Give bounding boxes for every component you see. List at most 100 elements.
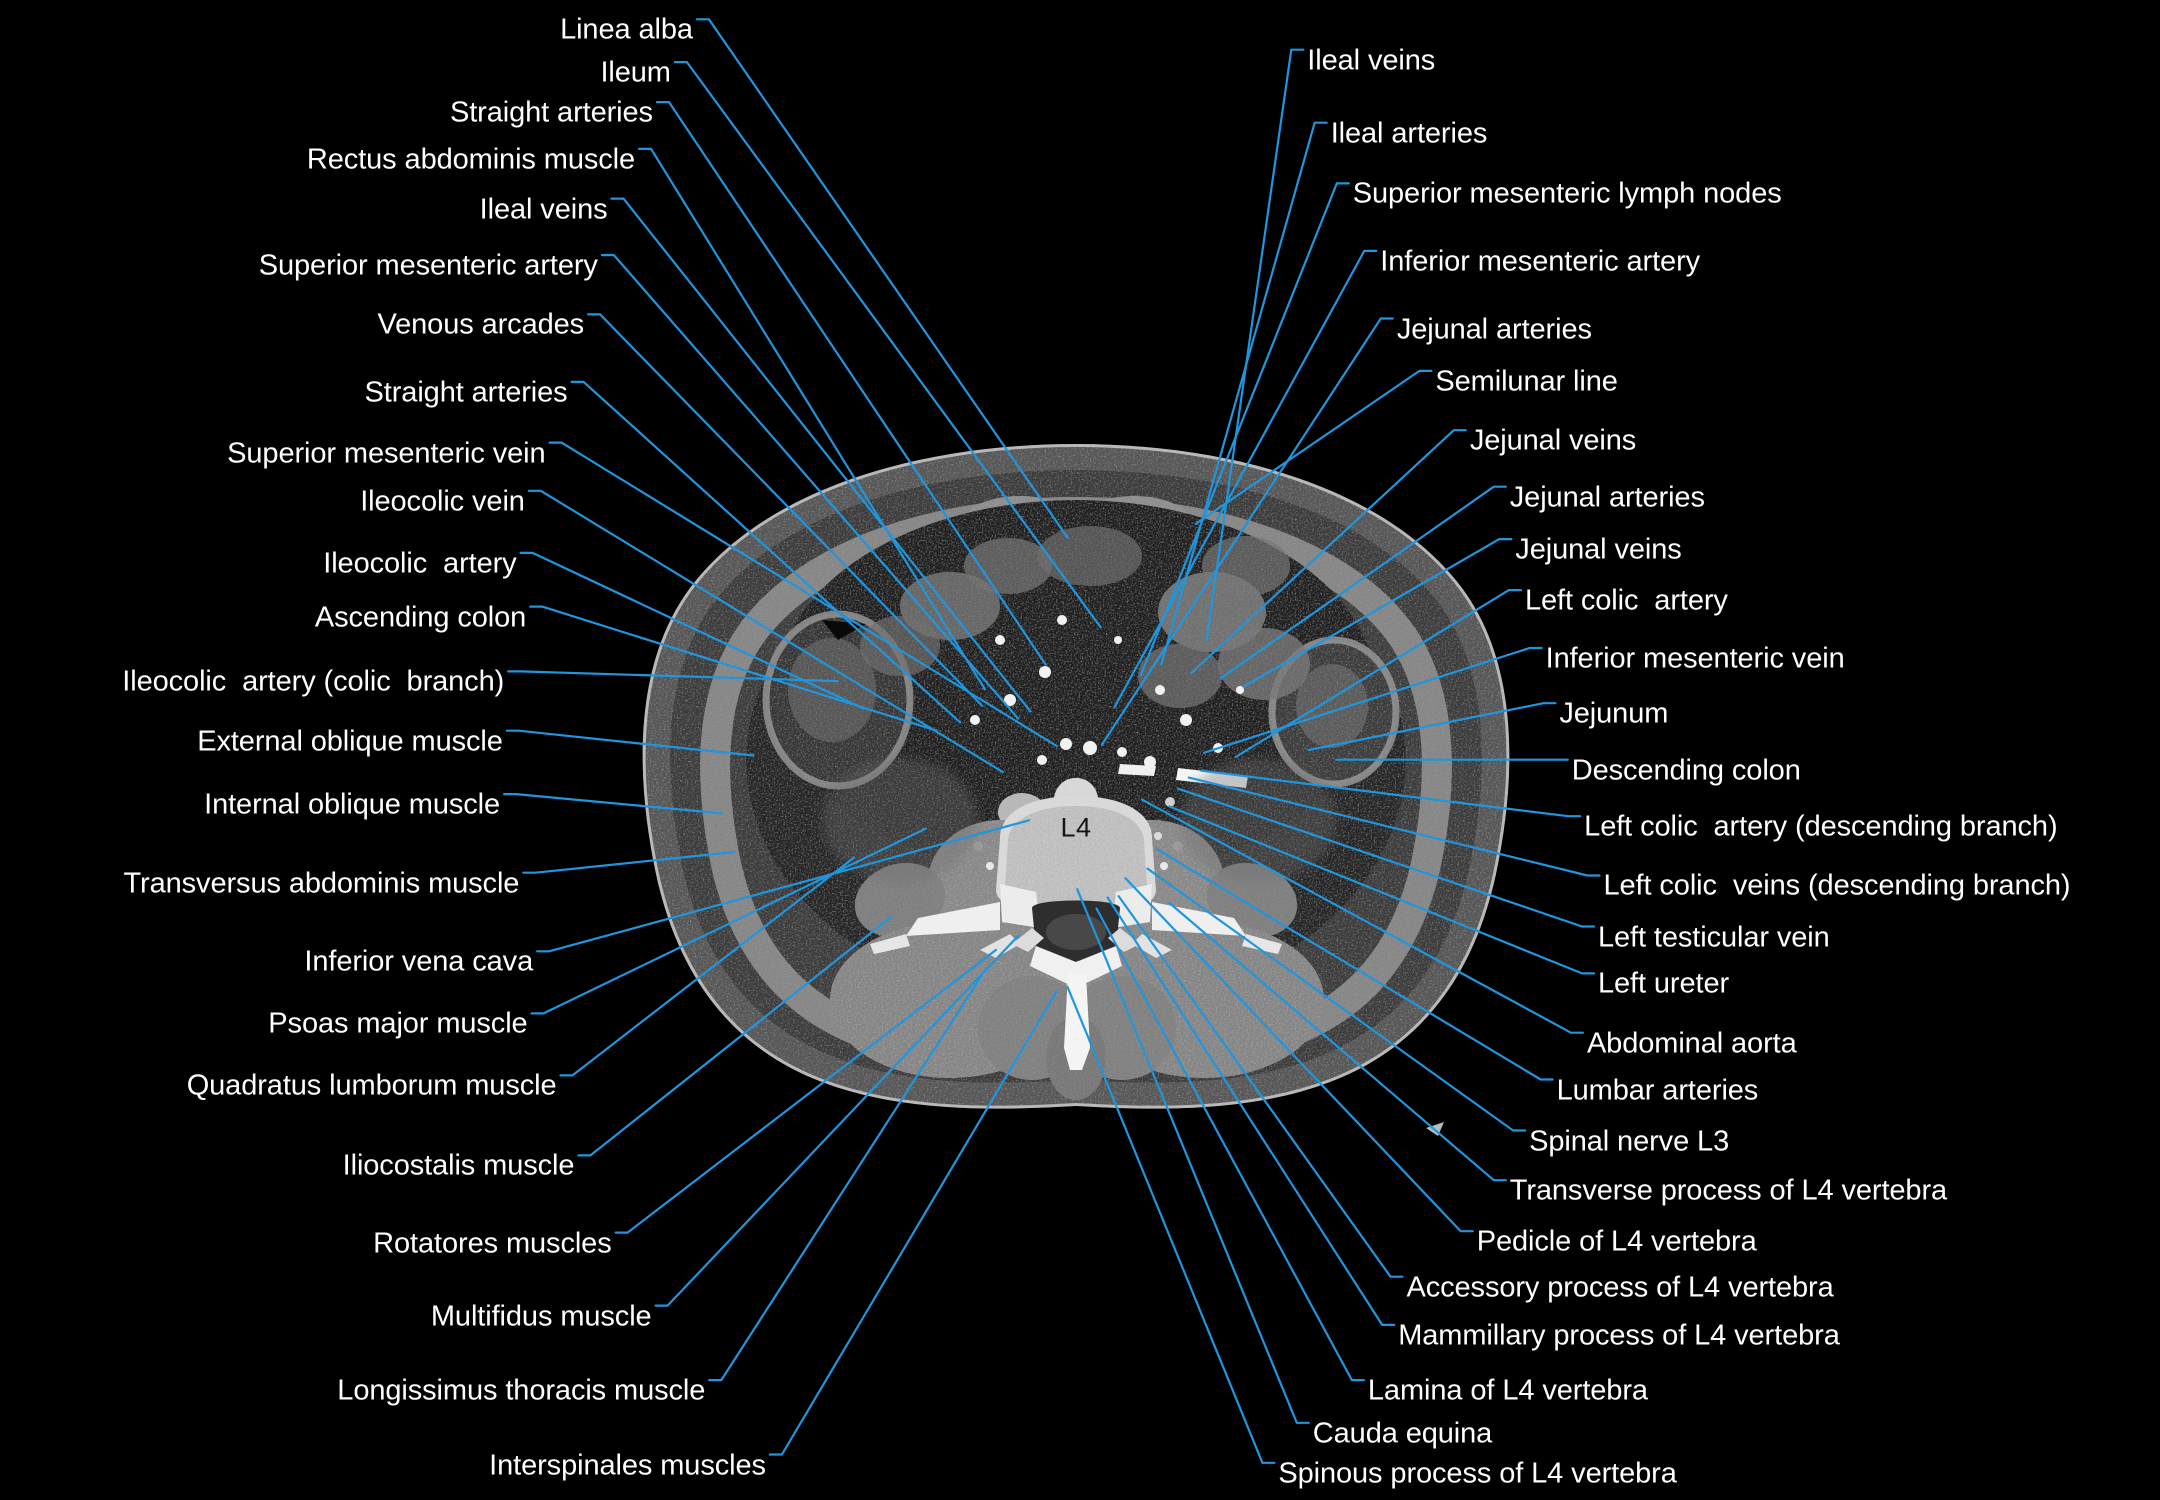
leader-line-rectus-abdominis-muscle [638,147,986,691]
leader-line-ileal-veins [1205,48,1305,641]
anatomy-label-abdominal-aorta: Abdominal aorta [1586,1027,1797,1060]
anatomy-label-inferior-mesenteric-vein: Inferior mesenteric vein [1545,642,1845,675]
anatomy-label-psoas-major-muscle: Psoas major muscle [268,1007,528,1040]
leader-line-pedicle-of-l4-vertebra [1124,877,1474,1233]
leader-line-ileocolic-artery-colic-branch [507,670,839,683]
leader-line-superior-mesenteric-vein [548,441,1058,747]
leader-line-cauda-equina [1076,888,1310,1424]
vertebra-level-marker: L4 [1060,812,1092,843]
leader-line-psoas-major-muscle [530,827,927,1015]
anatomy-label-inferior-vena-cava: Inferior vena cava [304,945,534,978]
anatomy-label-ileocolic-artery: Ileocolic artery [323,547,517,580]
leader-line-ileocolic-artery [519,551,865,710]
anatomy-label-mammillary-process-of-l4-vertebra: Mammillary process of L4 vertebra [1398,1319,1840,1352]
leader-line-jejunal-arteries [1219,485,1507,680]
anatomy-label-left-ureter: Left ureter [1597,967,1730,1000]
leader-line-inferior-mesenteric-vein [1202,646,1543,754]
leader-line-jejunal-veins [1242,538,1513,688]
leader-line-ileal-arteries [1160,121,1328,666]
anatomy-label-ileal-arteries: Ileal arteries [1330,117,1488,150]
anatomy-label-jejunal-veins: Jejunal veins [1515,533,1682,566]
leader-line-venous-arcades [587,313,984,707]
anatomy-label-internal-oblique-muscle: Internal oblique muscle [204,788,501,821]
anatomy-label-left-colic-veins-descending-branch: Left colic veins (descending branch) [1603,869,2071,902]
anatomy-label-ileocolic-artery-colic-branch: Ileocolic artery (colic branch) [122,665,505,698]
anatomy-label-linea-alba: Linea alba [560,13,693,46]
leader-line-left-colic-artery [1234,589,1522,758]
leader-line-left-colic-artery-descending-branch [1200,769,1582,818]
leader-line-transverse-process-of-l4-vertebra [1168,901,1507,1182]
leader-line-external-oblique-muscle [505,729,755,757]
leader-line-left-testicular-vein [1176,787,1596,928]
leader-line-lumbar-arteries [1156,848,1554,1081]
leader-line-inferior-vena-cava [536,819,1031,953]
leader-line-spinal-nerve-l3 [1146,867,1527,1132]
leader-line-left-colic-veins-descending-branch [1187,776,1601,877]
anatomy-label-jejunal-veins: Jejunal veins [1469,424,1637,457]
anatomy-label-straight-arteries: Straight arteries [449,96,653,129]
anatomy-label-cauda-equina: Cauda equina [1312,1417,1493,1450]
leader-line-spinous-process-of-l4-vertebra [1066,986,1276,1464]
anatomy-label-superior-mesenteric-lymph-nodes: Superior mesenteric lymph nodes [1352,177,1782,210]
anatomy-label-quadratus-lumborum-muscle: Quadratus lumborum muscle [186,1069,557,1102]
leader-line-straight-arteries [570,380,962,724]
anatomy-label-lamina-of-l4-vertebra: Lamina of L4 vertebra [1367,1374,1648,1407]
anatomy-label-ileum: Ileum [600,56,671,89]
leader-line-multifidus-muscle [654,935,1020,1307]
leader-line-ileal-veins [610,197,1032,713]
anatomy-label-ileal-veins: Ileal veins [1307,44,1436,77]
leader-line-mammillary-process-of-l4-vertebra [1106,896,1396,1326]
leader-line-linea-alba [695,18,1069,539]
anatomy-label-jejunal-arteries: Jejunal arteries [1396,313,1592,345]
leader-line-jejunal-veins [1190,429,1467,674]
leader-line-ascending-colon [529,605,938,732]
anatomy-label-transverse-process-of-l4-vertebra: Transverse process of L4 vertebra [1509,1174,1948,1207]
anatomy-label-left-colic-artery-descending-branch: Left colic artery (descending branch) [1584,810,2058,843]
anatomy-label-left-testicular-vein: Left testicular vein [1597,921,1830,953]
anatomy-label-semilunar-line: Semilunar line [1435,365,1618,398]
leader-line-jejunal-arteries [1100,317,1394,746]
anatomy-label-multifidus-muscle: Multifidus muscle [430,1300,652,1333]
anatomy-label-superior-mesenteric-artery: Superior mesenteric artery [258,249,598,282]
leader-line-jejunum [1307,702,1557,752]
anatomy-label-descending-colon: Descending colon [1571,754,1801,787]
anatomy-label-straight-arteries: Straight arteries [364,376,568,409]
anatomy-label-jejunal-arteries: Jejunal arteries [1509,481,1705,514]
anatomy-label-left-colic-artery: Left colic artery [1524,584,1728,617]
leader-line-ileum [673,61,1102,629]
leader-line-semilunar-line [1194,369,1433,525]
anatomy-label-pedicle-of-l4-vertebra: Pedicle of L4 vertebra [1476,1225,1757,1258]
leader-line-left-ureter [1168,805,1596,975]
anatomy-label-rotatores-muscles: Rotatores muscles [373,1227,612,1260]
anatomy-label-spinal-nerve-l3: Spinal nerve L3 [1529,1125,1730,1158]
anatomy-label-transversus-abdominis-muscle: Transversus abdominis muscle [123,867,520,900]
anatomy-label-lumbar-arteries: Lumbar arteries [1556,1074,1759,1107]
leader-line-internal-oblique-muscle [503,793,723,815]
leader-line-superior-mesenteric-artery [600,254,1020,720]
anatomy-label-jejunum: Jejunum [1559,697,1669,730]
leader-line-straight-arteries [655,101,1047,666]
leader-line-rotatores-muscles [614,948,998,1234]
anatomy-label-superior-mesenteric-vein: Superior mesenteric vein [227,437,546,470]
leader-line-transversus-abdominis-muscle [522,850,736,874]
leader-line-quadratus-lumborum-muscle [559,856,856,1077]
anatomy-label-venous-arcades: Venous arcades [377,308,585,341]
anatomy-label-rectus-abdominis-muscle: Rectus abdominis muscle [306,143,636,176]
anatomy-label-ileal-veins: Ileal veins [479,193,608,226]
leader-line-ileocolic-vein [527,489,1004,774]
anatomy-label-accessory-process-of-l4-vertebra: Accessory process of L4 vertebra [1406,1271,1834,1304]
leader-line-iliocostalis-muscle [577,915,893,1157]
leader-line-accessory-process-of-l4-vertebra [1117,895,1404,1278]
leader-line-lamina-of-l4-vertebra [1095,907,1365,1382]
anatomy-label-external-oblique-muscle: External oblique muscle [197,725,503,758]
leader-line-inferior-mesenteric-artery [1113,249,1378,709]
anatomy-label-inferior-mesenteric-artery: Inferior mesenteric artery [1380,245,1701,278]
anatomy-label-iliocostalis-muscle: Iliocostalis muscle [342,1149,575,1182]
leader-line-abdominal-aorta [1140,798,1584,1034]
anatomy-label-ileocolic-vein: Ileocolic vein [360,485,525,518]
leader-line-longissimus-thoracis-muscle [708,973,984,1382]
anatomy-label-longissimus-thoracis-muscle: Longissimus thoracis muscle [337,1374,706,1407]
anatomy-label-ascending-colon: Ascending colon [314,601,527,634]
